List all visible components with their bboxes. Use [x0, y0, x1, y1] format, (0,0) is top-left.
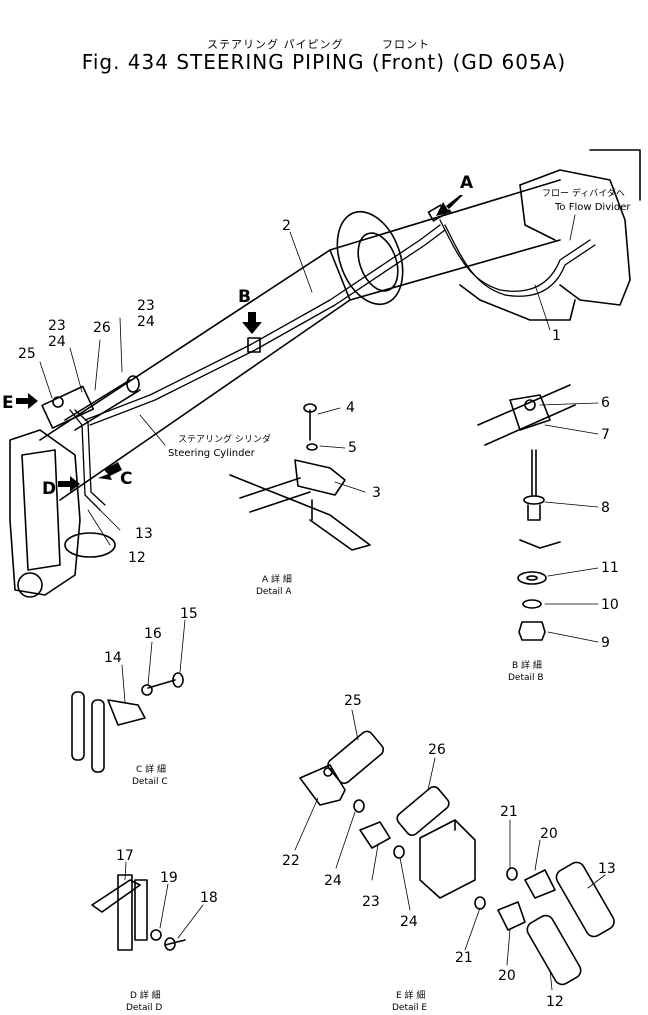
part-14: 14: [104, 650, 122, 666]
title-jp-steering-piping: ステアリング パイピング: [207, 38, 344, 51]
figure-title-text: Fig. 434 STEERING PIPING: [81, 50, 365, 74]
arrow-letters: A B C D E: [2, 173, 474, 499]
part-9: 9: [601, 635, 610, 651]
arrow-d: [58, 476, 80, 492]
arrow-c: [98, 462, 122, 480]
detail-a-drawing: [229, 403, 371, 551]
part-4: 4: [346, 400, 355, 416]
steering-cylinder: [64, 375, 141, 431]
detail-c-drawing: [71, 672, 184, 773]
fitting-block-e: [41, 385, 95, 429]
model-paren: (GD 605A): [452, 50, 567, 74]
arrow-letter-d: D: [42, 479, 56, 499]
callout-2: 2: [282, 218, 291, 234]
detail-b-jp: B 詳 細: [512, 659, 542, 671]
part-24-a: 24: [324, 873, 342, 889]
part-21-b: 21: [455, 950, 473, 966]
front-paren: (Front): [371, 50, 446, 74]
detail-b-drawing: [477, 384, 576, 641]
detail-c-parts: 14 16 15: [104, 606, 198, 666]
detail-c-jp: C 詳 細: [136, 763, 166, 775]
annotations: フロー ディバイダへ To Flow Divider ステアリング シリンダ S…: [168, 187, 631, 459]
callout-1: 1: [552, 328, 561, 344]
part-22: 22: [282, 853, 300, 869]
arrow-letter-b: B: [238, 287, 251, 307]
part-20-b: 20: [498, 968, 516, 984]
callout-24-left: 24: [48, 334, 66, 350]
front-frame: [459, 149, 641, 321]
part-3: 3: [372, 485, 381, 501]
detail-e-jp: E 詳 細: [396, 989, 425, 1001]
detail-a-parts: 4 5 3: [346, 400, 381, 501]
part-20-a: 20: [540, 826, 558, 842]
callout-25: 25: [18, 346, 36, 362]
detail-c-en: Detail C: [132, 777, 168, 787]
pipe-clamp-b: [247, 337, 261, 353]
detail-d-jp: D 詳 細: [130, 989, 161, 1001]
detail-d-en: Detail D: [126, 1003, 162, 1013]
arrow-b: [242, 312, 262, 334]
front-label: Front: [380, 50, 437, 74]
knuckle-left: [9, 429, 116, 598]
part-15: 15: [180, 606, 198, 622]
part-5: 5: [348, 440, 357, 456]
part-13: 13: [598, 861, 616, 877]
figure-title: Fig. 434 STEERING PIPING (Front) (GD 605…: [0, 50, 648, 74]
detail-b-en: Detail B: [508, 673, 544, 683]
part-6: 6: [601, 395, 610, 411]
arrow-e: [16, 393, 38, 409]
part-24-b: 24: [400, 914, 418, 930]
part-23: 23: [362, 894, 380, 910]
axle-beam: [39, 179, 561, 501]
part-8: 8: [601, 500, 610, 516]
part-7: 7: [601, 427, 610, 443]
title-jp-front: フロント: [382, 38, 430, 51]
part-25: 25: [344, 693, 362, 709]
detail-b-parts: 6 7 8 11 10 9: [601, 395, 619, 651]
detail-e-en: Detail E: [392, 1003, 427, 1013]
title-japanese: ステアリング パイピング: [207, 36, 344, 52]
leader-lines-main: [39, 214, 576, 546]
main-callouts: 1 2 12 13 23 24 23 24 25 26: [18, 218, 561, 566]
detail-d-drawing: [91, 874, 186, 951]
callout-12: 12: [128, 550, 146, 566]
model-label: GD 605A: [461, 50, 558, 74]
callout-24-top: 24: [137, 314, 155, 330]
hydraulic-pipes: [69, 219, 596, 511]
callout-23-left: 23: [48, 318, 66, 334]
flow-divider-en: To Flow Divider: [554, 202, 631, 213]
leader-lines-details: [121, 402, 606, 991]
part-19: 19: [160, 870, 178, 886]
arrow-glyphs: [16, 195, 463, 492]
part-16: 16: [144, 626, 162, 642]
detail-d-parts: 17 19 18: [116, 848, 218, 906]
part-18: 18: [200, 890, 218, 906]
arrow-letter-e: E: [2, 393, 14, 413]
arrow-a: [436, 195, 463, 216]
part-10: 10: [601, 597, 619, 613]
detail-a-en: Detail A: [256, 587, 292, 597]
axle-flange: [336, 210, 404, 306]
part-17: 17: [116, 848, 134, 864]
steering-cylinder-jp: ステアリング シリンダ: [178, 433, 271, 445]
callout-26: 26: [93, 320, 111, 336]
arrow-letter-c: C: [120, 469, 132, 489]
part-21-a: 21: [500, 804, 518, 820]
part-26: 26: [428, 742, 446, 758]
part-11: 11: [601, 560, 619, 576]
steering-cylinder-en: Steering Cylinder: [168, 448, 256, 459]
flow-divider-jp: フロー ディバイダへ: [542, 187, 625, 199]
detail-a-jp: A 詳 細: [262, 573, 292, 585]
callout-13: 13: [135, 526, 153, 542]
callout-23-top: 23: [137, 298, 155, 314]
arrow-letter-a: A: [460, 173, 474, 193]
detail-e-drawing: [299, 730, 615, 986]
detail-e-parts: 25 26 22 24 23 24 21 20 13 21 20 12: [282, 693, 616, 1010]
part-12: 12: [546, 994, 564, 1010]
